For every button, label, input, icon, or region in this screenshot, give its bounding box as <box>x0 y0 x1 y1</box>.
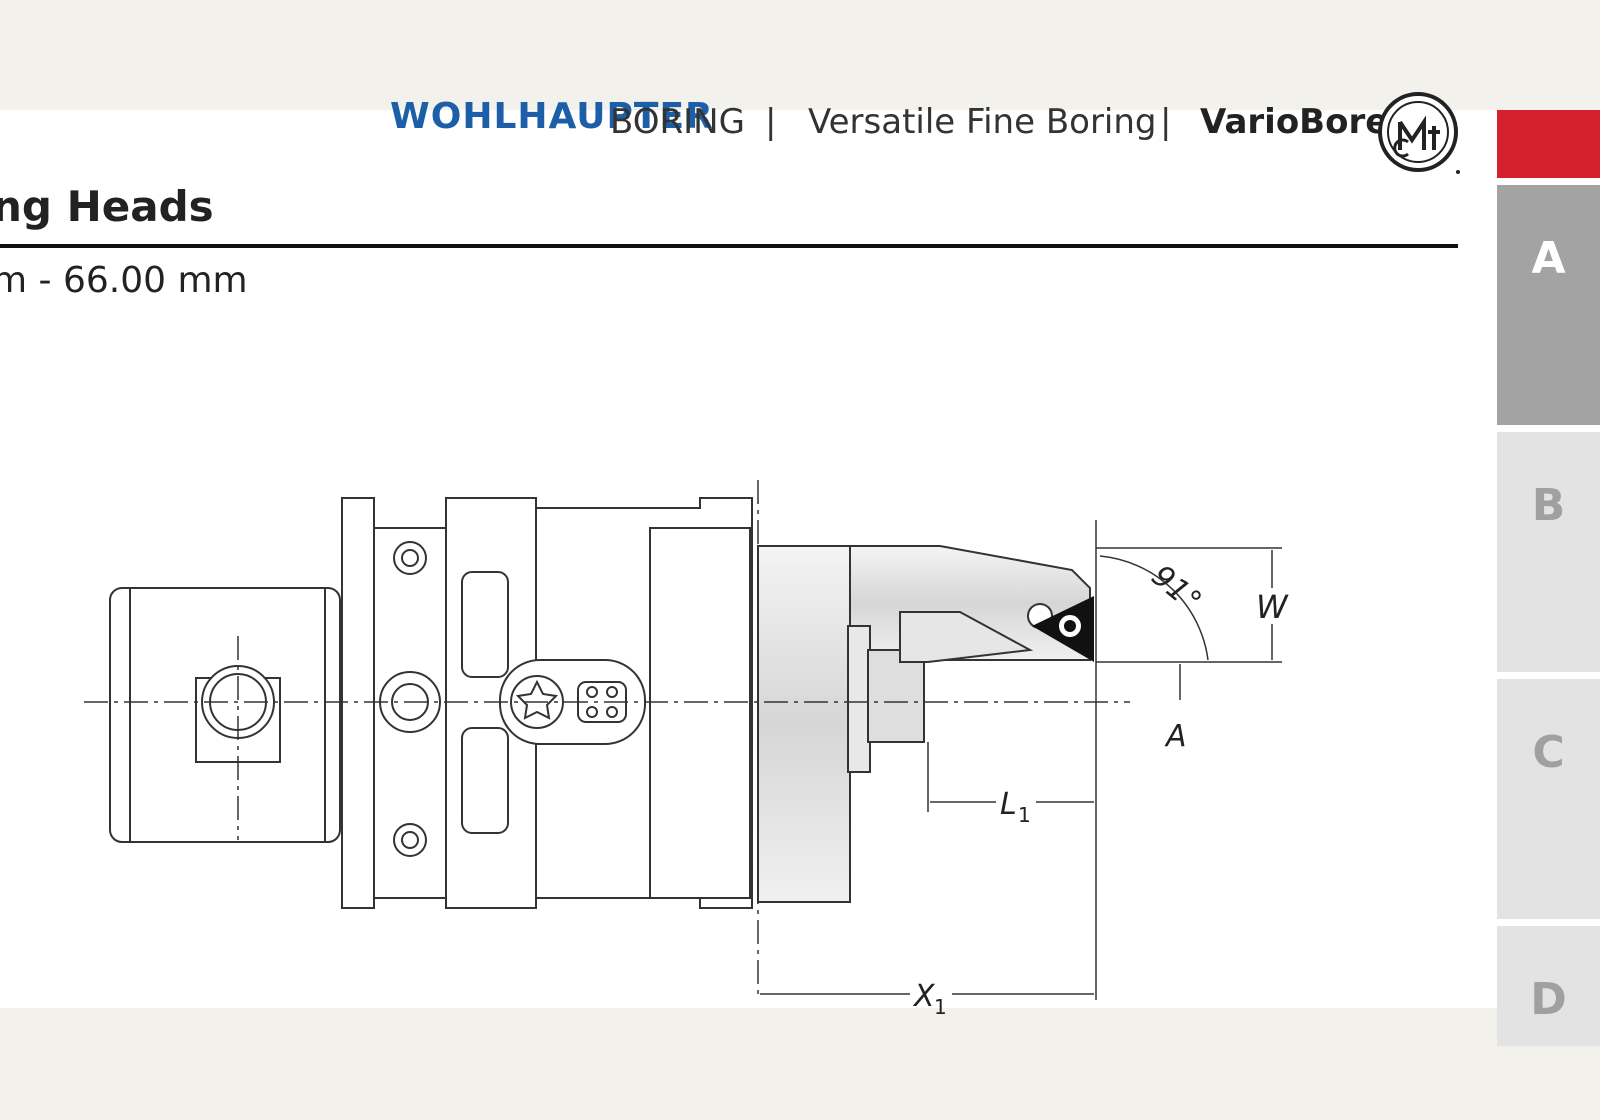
page-header: WOHLHAUPTER BORING | Versatile Fine Bori… <box>0 92 1480 174</box>
chapter-tab-b[interactable]: B <box>1497 432 1600 672</box>
chapter-tab-c[interactable]: C <box>1497 679 1600 919</box>
chapter-tab-label: C <box>1532 727 1565 778</box>
chapter-tab-label: A <box>1531 233 1566 284</box>
title-divider <box>0 244 1458 248</box>
dim-a-label: A <box>1164 719 1187 754</box>
dim-x1-label: X <box>912 979 936 1014</box>
angle-label: 91° <box>1145 558 1208 619</box>
cutting-insert-icon <box>1032 596 1094 662</box>
center-lines <box>84 480 1130 1000</box>
chapter-tab-label: B <box>1531 480 1566 531</box>
header-section: BORING <box>610 102 745 142</box>
dim-l1-subscript: 1 <box>1018 803 1031 827</box>
slide-body <box>757 545 1091 903</box>
chapter-tab-label: D <box>1530 974 1567 1025</box>
chapter-tabs: A B C D <box>1497 110 1600 1046</box>
header-separator: | <box>1160 102 1172 142</box>
boring-head-technical-drawing: 91° W A L 1 X 1 <box>84 480 1289 1019</box>
brand-logo-text: WOHLHAUPTER <box>390 96 714 137</box>
chapter-tab-d[interactable]: D <box>1497 926 1600 1046</box>
dim-l1-label: L <box>1000 787 1017 822</box>
certification-seal-icon <box>1378 92 1460 174</box>
shank-body <box>109 587 341 843</box>
dimension-lines <box>760 520 1282 1000</box>
catalog-page: WOHLHAUPTER BORING | Versatile Fine Bori… <box>0 92 1600 1046</box>
dim-w-label: W <box>1256 588 1289 626</box>
dim-x1-subscript: 1 <box>934 995 947 1019</box>
diameter-range: m - 66.00 mm <box>0 260 248 301</box>
header-category: Versatile Fine Boring <box>808 102 1157 142</box>
chapter-tab-accent[interactable] <box>1497 110 1600 178</box>
header-separator: | <box>765 102 777 142</box>
page-title: ng Heads <box>0 182 214 231</box>
header-product: VarioBore <box>1200 102 1389 142</box>
flange-body <box>341 497 753 909</box>
chapter-tab-a[interactable]: A <box>1497 185 1600 425</box>
